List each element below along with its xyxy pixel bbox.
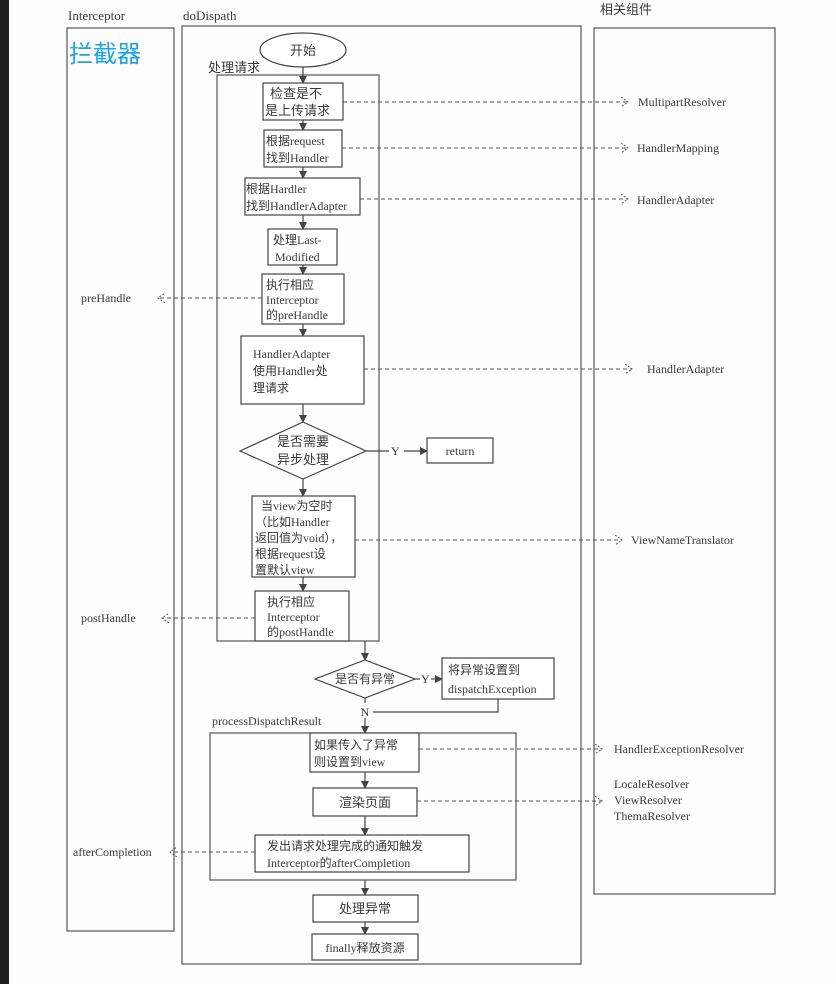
component-handler-adapter-2: HandlerAdapter bbox=[647, 362, 724, 376]
component-view-resolver: ViewResolver bbox=[614, 793, 682, 807]
lane-interceptor bbox=[66, 27, 175, 932]
step-handle-line3: 理请求 bbox=[253, 381, 289, 395]
component-view-name-translator: ViewNameTranslator bbox=[631, 533, 734, 547]
interceptor-after-completion: afterCompletion bbox=[73, 845, 152, 859]
decision-exception-no: N bbox=[361, 705, 370, 719]
step-apply-prehandle-line2: Interceptor bbox=[266, 293, 319, 307]
step-check-multipart-line2: 是上传请求 bbox=[265, 103, 330, 118]
step-get-handler bbox=[263, 129, 343, 168]
decision-async bbox=[238, 421, 368, 480]
step-get-handler-line1: 根据request bbox=[266, 134, 325, 148]
component-handler-mapping: HandlerMapping bbox=[637, 141, 719, 155]
step-return bbox=[426, 437, 494, 464]
step-render-label: 渲染页面 bbox=[339, 795, 391, 810]
lane-header-components: 相关组件 bbox=[600, 2, 652, 17]
step-finally-release bbox=[311, 933, 419, 961]
start-label: 开始 bbox=[290, 43, 316, 58]
step-handle-line1: HandlerAdapter bbox=[253, 347, 330, 361]
step-set-exception-view-line1: 如果传入了异常 bbox=[314, 737, 398, 752]
step-set-exception-view bbox=[309, 732, 420, 773]
decision-async-yes: Y bbox=[391, 444, 400, 458]
lane-header-interceptor: Interceptor bbox=[68, 8, 126, 23]
step-set-dispatch-exception bbox=[441, 657, 555, 700]
step-apply-posthandle-line1: 执行相应 bbox=[267, 594, 315, 609]
lane-dodispatch bbox=[181, 25, 582, 965]
step-finally-release-label: finally释放资源 bbox=[325, 940, 404, 955]
decision-async-line1: 是否需要 bbox=[277, 434, 329, 449]
step-apply-posthandle-line3: 的postHandle bbox=[267, 624, 334, 639]
decision-exception-yes: Y bbox=[421, 672, 430, 686]
step-apply-prehandle-line3: 的preHandle bbox=[266, 307, 328, 322]
step-default-view-line2: （比如Handler bbox=[255, 514, 330, 529]
step-last-modified bbox=[267, 228, 338, 266]
step-last-modified-line1: 处理Last- bbox=[273, 233, 322, 247]
step-default-view-line5: 置默认view bbox=[255, 562, 315, 577]
step-default-view-line1: 当view为空时 bbox=[261, 499, 332, 513]
step-set-dispatch-exception-line2: dispatchException bbox=[448, 682, 537, 696]
step-apply-prehandle bbox=[261, 273, 345, 325]
step-default-view-line3: 返回值为void）， bbox=[255, 530, 342, 545]
interceptor-overlay-label: 拦截器 bbox=[69, 40, 141, 68]
step-apply-posthandle-line2: Interceptor bbox=[267, 610, 320, 624]
step-get-handler-adapter-line2: 找到HandlerAdapter bbox=[246, 199, 347, 213]
step-check-multipart-line1: 检查是不 bbox=[270, 86, 322, 101]
decision-async-line2: 异步处理 bbox=[277, 452, 329, 467]
component-locale-resolver: LocaleResolver bbox=[614, 777, 689, 791]
step-apply-posthandle bbox=[254, 590, 350, 642]
component-handler-adapter-1: HandlerAdapter bbox=[637, 193, 714, 207]
interceptor-posthandle: postHandle bbox=[81, 611, 136, 625]
group-label-handle-request: 处理请求 bbox=[208, 60, 260, 75]
decision-exception-label: 是否有异常 bbox=[335, 672, 395, 686]
step-last-modified-line2: Modified bbox=[275, 250, 320, 264]
step-get-handler-line2: 找到Handler bbox=[266, 151, 329, 165]
component-multipart-resolver: MultipartResolver bbox=[638, 95, 726, 109]
step-handle-exception bbox=[312, 894, 419, 923]
component-thema-resolver: ThemaResolver bbox=[614, 809, 690, 823]
step-default-view-line4: 根据request设 bbox=[255, 547, 326, 561]
step-get-handler-adapter-line1: 根据Hardler bbox=[246, 182, 307, 196]
step-set-dispatch-exception-line1: 将异常设置到 bbox=[448, 663, 520, 677]
step-trigger-after-completion-line1: 发出请求处理完成的通知触发 bbox=[267, 838, 423, 853]
step-trigger-after-completion-line2: Interceptor的afterCompletion bbox=[267, 855, 410, 870]
component-handler-exception-resolver: HandlerExceptionResolver bbox=[614, 742, 744, 756]
step-render bbox=[312, 787, 418, 817]
step-handle-line2: 使用Handler处 bbox=[253, 363, 328, 378]
step-return-label: return bbox=[446, 444, 475, 458]
step-handle-exception-label: 处理异常 bbox=[339, 901, 391, 916]
interceptor-prehandle: preHandle bbox=[81, 291, 131, 305]
step-default-view bbox=[251, 495, 356, 578]
lane-header-dodispatch: doDispath bbox=[183, 8, 237, 23]
step-set-exception-view-line2: 则设置到view bbox=[314, 755, 386, 769]
step-apply-prehandle-line1: 执行相应 bbox=[266, 277, 314, 292]
window-edge bbox=[0, 0, 9, 984]
step-trigger-after-completion bbox=[254, 834, 470, 873]
step-get-handler-adapter bbox=[244, 177, 361, 216]
group-label-process-dispatch-result: processDispatchResult bbox=[212, 714, 322, 728]
lane-components bbox=[593, 27, 776, 895]
